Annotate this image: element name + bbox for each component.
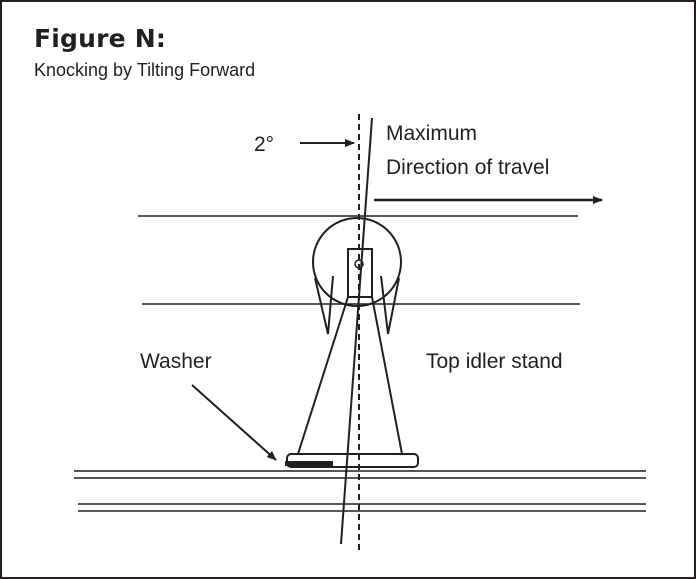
washer-shape: [285, 461, 333, 466]
idler-roller: [312, 217, 402, 307]
right-bracket: [380, 275, 400, 335]
tilt-axis-line: [340, 117, 373, 545]
angle-label: 2°: [254, 133, 274, 156]
left-bracket: [314, 275, 334, 335]
figure-title: Figure N:: [34, 24, 167, 53]
figure-subtitle: Knocking by Tilting Forward: [34, 60, 256, 80]
top-idler-stand-label: Top idler stand: [426, 350, 563, 373]
washer-arrow: [191, 384, 277, 461]
maximum-label: Maximum: [386, 122, 477, 145]
direction-of-travel-label: Direction of travel: [386, 156, 549, 179]
washer-label: Washer: [140, 350, 212, 373]
stand-base-plate: [286, 453, 419, 468]
